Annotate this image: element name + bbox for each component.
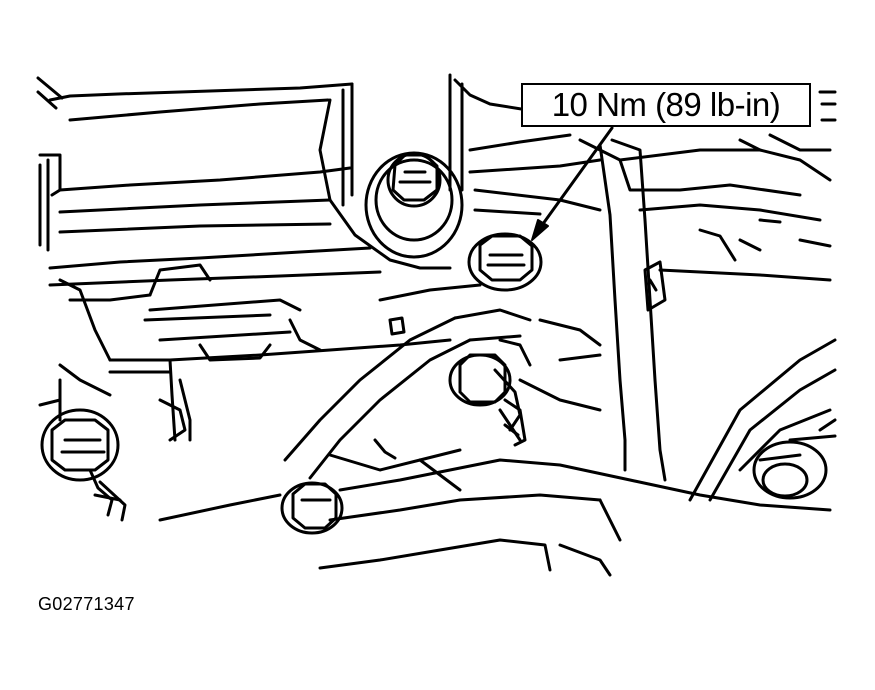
lower-bracket [38, 263, 482, 442]
target-bolt [467, 232, 543, 292]
torque-callout-box: 10 Nm (89 lb-in) [521, 83, 811, 127]
left-bolt [40, 398, 187, 522]
lower-bolt [280, 481, 344, 535]
middle-bolt [448, 338, 532, 447]
top-bolt [364, 151, 464, 259]
bottom-housing [158, 438, 832, 577]
figure-id: G02771347 [38, 594, 135, 614]
right-housing [578, 90, 837, 502]
support-arm [283, 308, 602, 480]
upper-housing [36, 73, 602, 287]
torque-label: 10 Nm (89 lb-in) [551, 86, 781, 123]
